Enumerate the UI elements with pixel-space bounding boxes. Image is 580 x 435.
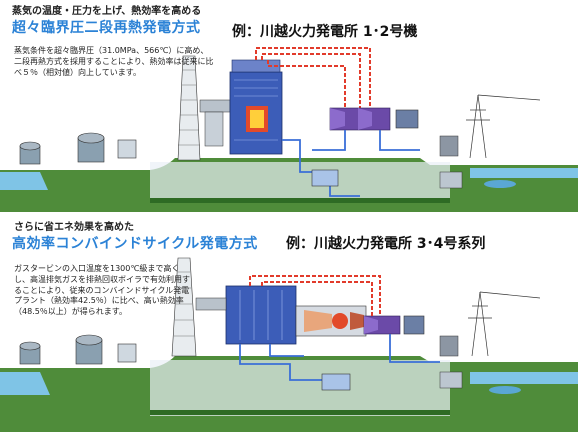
generator-2 [403, 315, 425, 335]
lng-tank-2 [75, 334, 103, 365]
sea-1b [470, 168, 578, 178]
boiler-1 [229, 59, 283, 155]
lng-tank-1b [19, 141, 41, 165]
pump-house-2 [439, 371, 463, 389]
exhaust-duct-2 [195, 297, 227, 311]
steam-lines-2 [249, 275, 381, 316]
underground-2 [150, 360, 450, 416]
section2-example-label: 例：川越火力発電所 3･4号系列 [286, 236, 486, 252]
outfall-1 [484, 180, 516, 188]
lng-tank-1 [77, 132, 105, 163]
sea-2 [0, 372, 50, 395]
section2-caption: さらに省エネ効果を高めた [14, 222, 134, 233]
chimney-1 [177, 55, 201, 161]
outfall-2 [489, 386, 521, 394]
vaporizer-2 [117, 343, 137, 363]
transformer-2 [439, 335, 459, 357]
diagram-ultra-supercritical [0, 47, 578, 212]
sea-1 [0, 172, 48, 190]
condenser-1 [311, 169, 339, 187]
hrsg-2 [225, 285, 297, 345]
steam-turbine-2 [363, 315, 401, 335]
transmission-tower-1 [466, 94, 541, 159]
section1-title: 超々臨界圧二段再熱発電方式 [12, 20, 201, 36]
ground-base-1 [150, 198, 450, 203]
turbine-1 [329, 107, 391, 131]
transformer-1 [439, 135, 459, 157]
chimney-2 [171, 257, 197, 357]
ground-base-2 [150, 410, 450, 415]
section2-description: ガスタービンの入口温度を1300℃級まで高くし、高温排気ガスを排熱回収ボイラで有… [14, 264, 190, 317]
water-lines-2 [239, 334, 440, 381]
diagram-combined-cycle [0, 257, 578, 432]
vaporizer-1 [117, 139, 137, 159]
section1-description: 蒸気条件を超々臨界圧（31.0MPa、566℃）に高め、二段再熱方式を採用するこ… [14, 46, 214, 77]
gas-turbine-2 [295, 305, 367, 337]
sea-2b [470, 372, 578, 384]
pump-house-1 [439, 171, 463, 189]
steam-lines-1 [255, 47, 371, 108]
section1-caption: 蒸気の温度・圧力を上げ、熱効率を高める [12, 6, 202, 17]
flue-duct-1 [199, 99, 231, 113]
section1-example-label: 例：川越火力発電所 1･2号機 [232, 24, 418, 40]
section2-title: 高効率コンバインドサイクル発電方式 [12, 236, 258, 252]
transmission-tower-2 [468, 291, 541, 357]
lng-tank-2b [19, 341, 41, 365]
denox-1 [204, 111, 224, 147]
generator-1 [395, 109, 419, 129]
condenser-2 [321, 373, 351, 391]
